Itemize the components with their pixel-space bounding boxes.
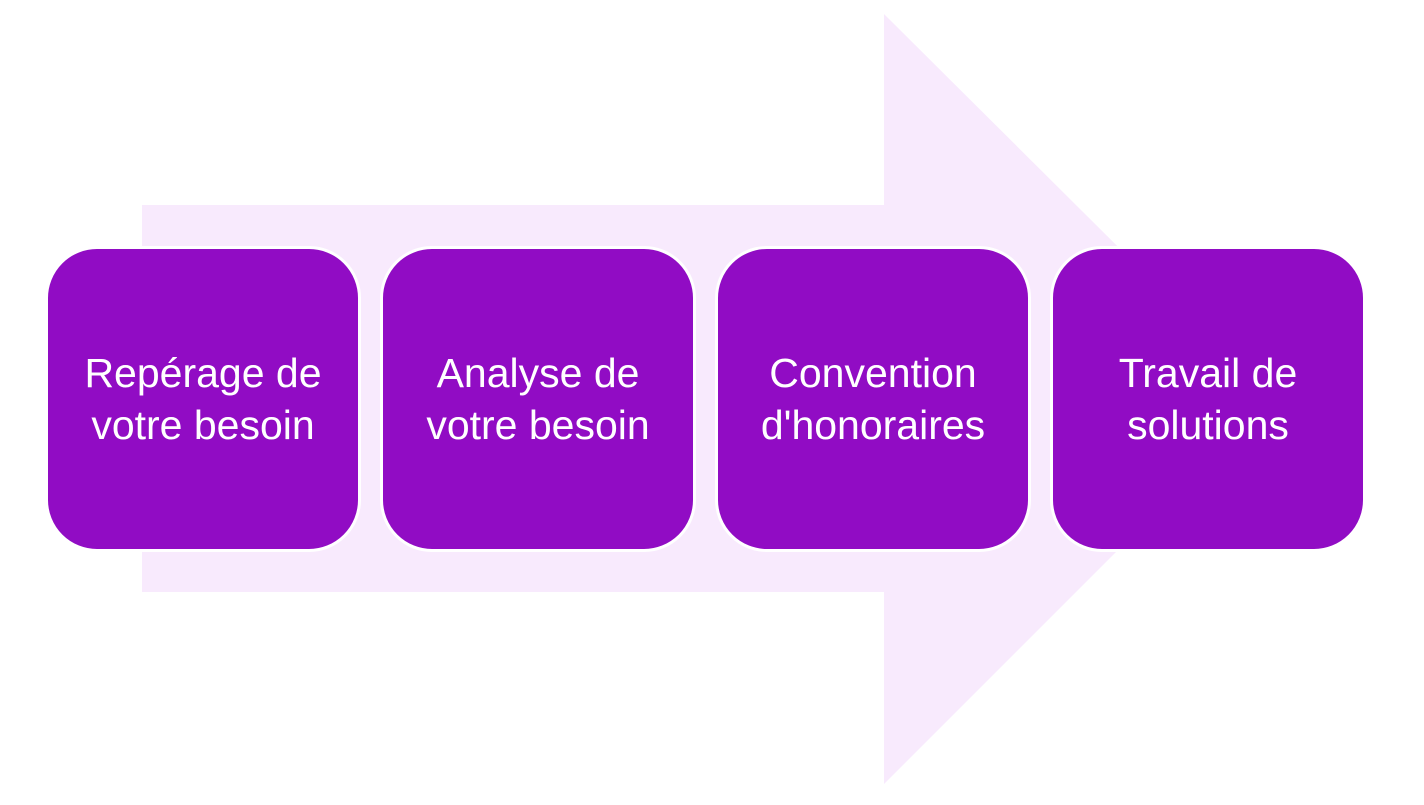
step-4-label: Travail de solutions [1118, 350, 1298, 448]
arrow-shape [142, 14, 1270, 784]
step-1-box: Repérage de votre besoin [45, 246, 361, 552]
step-3-box: Convention d'honoraires [715, 246, 1031, 552]
step-2-label: Analyse de votre besoin [426, 350, 650, 448]
step-2-box: Analyse de votre besoin [380, 246, 696, 552]
step-3-label: Convention d'honoraires [760, 350, 986, 448]
step-4-box: Travail de solutions [1050, 246, 1366, 552]
step-1-label: Repérage de votre besoin [84, 350, 322, 448]
